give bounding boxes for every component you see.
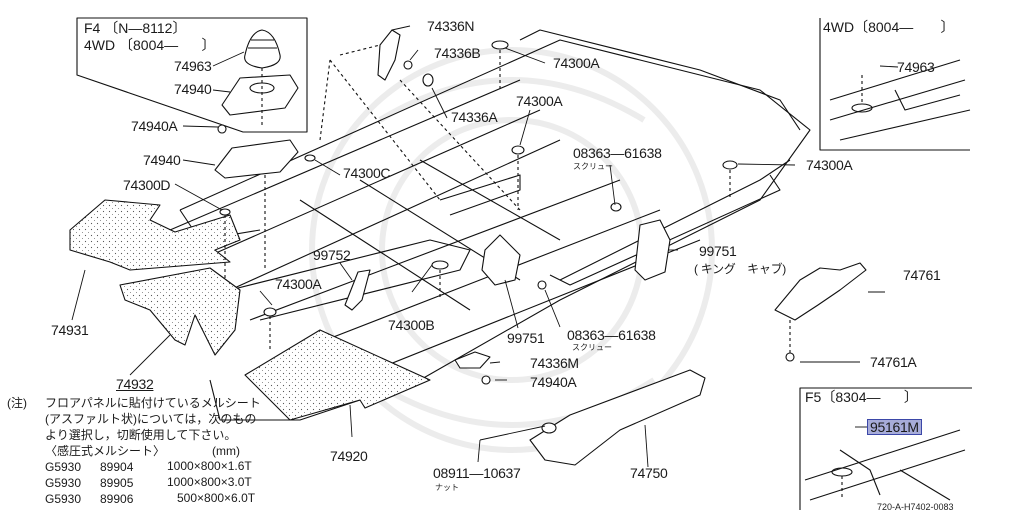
boot-plate-74940 [221,74,299,116]
part-label-74300C[interactable]: 74300C [343,165,391,181]
part-label-74932[interactable]: 74932 [116,376,154,392]
note-row-size: 1000×800×3.0T [167,475,252,489]
note-row-code2: 89905 [100,476,134,490]
plate-74336M [454,351,491,369]
plugs [217,40,795,434]
part-label-74963[interactable]: 74963 [174,58,212,74]
shift-boot-74963 [244,29,281,69]
inset-4wd-title: 4WD〔8004— 〕 [823,19,955,35]
brace-74761 [774,262,867,321]
note-row-size: 500×800×6.0T [177,491,256,505]
part-label-74300A[interactable]: 74300A [553,55,600,71]
insulator-74920 [244,329,431,421]
part-label-74940[interactable]: 74940 [143,152,181,168]
note-line-1: フロアパネルに貼付けているメルシート [45,396,261,410]
part-label-74336B[interactable]: 74336B [434,45,481,61]
inset-f4-title-line1: F4 〔N—8112〕 [84,20,187,36]
part-sublabel-nut: ナット [435,483,459,492]
crossmember-74750 [529,369,706,466]
part-label-74963[interactable]: 74963 [897,59,935,75]
note-row-code1: G5930 [45,460,82,474]
part-label-08363-61638[interactable]: 08363—61638 [567,327,656,343]
note-row-code2: 89906 [100,492,134,506]
part-label-74300D[interactable]: 74300D [123,177,171,193]
part-label-95161M-highlighted[interactable]: 95161M [867,419,922,435]
note-unit: (mm) [212,444,240,458]
part-label-74336N[interactable]: 74336N [427,18,475,34]
part-label-74761[interactable]: 74761 [903,267,941,283]
part-label-99752[interactable]: 99752 [313,247,351,263]
part-sublabel-screw: スクリュー [573,162,613,171]
insulator-74931 [69,199,241,271]
part-label-74750[interactable]: 74750 [630,465,668,481]
note-row-code1: G5930 [45,476,82,490]
part-label-74940[interactable]: 74940 [174,81,212,97]
part-label-74931[interactable]: 74931 [51,322,89,338]
part-label-74940A[interactable]: 74940A [131,118,178,134]
bracket-74336N [377,29,401,81]
part-label-74300A[interactable]: 74300A [516,93,563,109]
part-label-99751[interactable]: 99751 [507,330,545,346]
part-label-74761A[interactable]: 74761A [870,354,917,370]
note-line-2: (アスファルト状)については，次のもの [45,412,257,426]
part-label-08911-10637[interactable]: 08911—10637 [433,465,521,481]
part-label-74300B[interactable]: 74300B [388,317,435,333]
drawing-code: 720-A-H7402-0083 [877,502,954,512]
note-row-size: 1000×800×1.6T [167,459,252,473]
note-row-code1: G5930 [45,492,82,506]
inset-f4-title-line2: 4WD 〔8004— 〕 [84,37,216,53]
inset-f5-title: F5〔8304— 〕 [805,389,918,405]
part-label-74336A[interactable]: 74336A [451,109,498,125]
note-table-title: 〈感圧式メルシート〉 [45,444,166,458]
bracket-99751-king-cab [634,219,671,281]
note-line-3: より選択し，切断使用して下さい。 [45,428,237,442]
bracket-99752 [344,269,371,311]
part-label-74336M[interactable]: 74336M [530,355,579,371]
part-sublabel-king-cab: ( キング キャブ) [694,262,786,276]
inset-box-4wd [819,18,971,151]
insulator-74932 [119,267,241,356]
inset-box-f5 [799,387,972,510]
note-prefix: (注) [7,396,27,410]
bracket-99751 [481,234,521,286]
leader-lines [71,25,899,468]
part-label-74920[interactable]: 74920 [330,448,368,464]
part-sublabel-screw: スクリュー [572,343,612,352]
part-label-74300A[interactable]: 74300A [806,157,853,173]
part-label-99751[interactable]: 99751 [699,243,737,259]
part-label-74940A[interactable]: 74940A [530,374,577,390]
floor-plate-74940 [214,139,299,179]
part-label-08363-61638[interactable]: 08363—61638 [573,145,662,161]
inset-box-f4 [76,17,308,133]
part-label-74300A[interactable]: 74300A [275,276,322,292]
assembly-guide-lines [224,44,863,500]
note-row-code2: 89904 [100,460,134,474]
